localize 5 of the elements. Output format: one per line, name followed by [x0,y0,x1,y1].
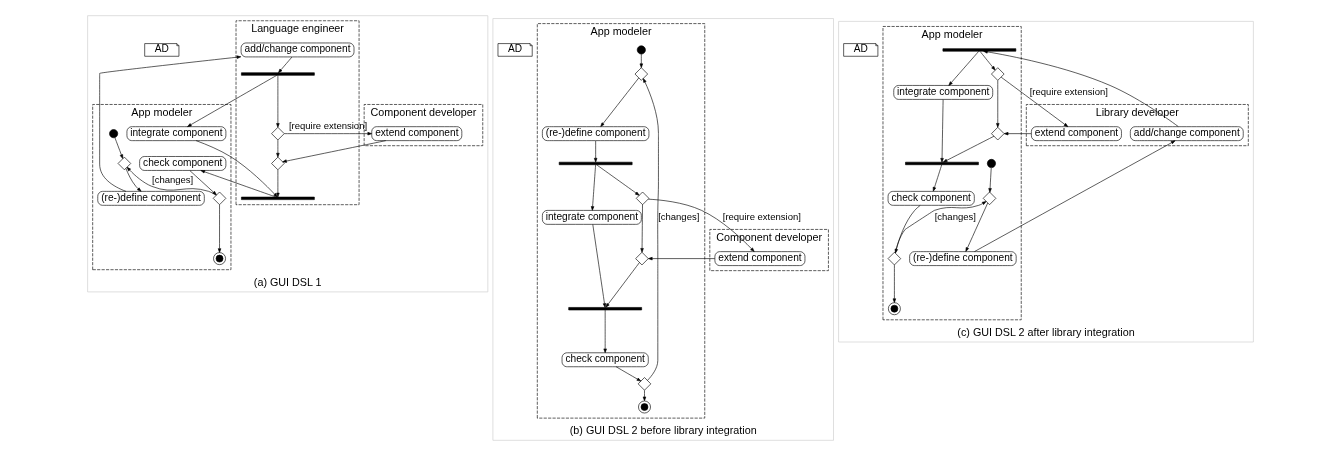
edge-label: [require extension] [722,210,801,222]
edge-label: [changes] [934,210,976,222]
edge-label: [require extension] [1029,85,1108,97]
edge-label: [changes] [658,210,700,222]
edge-label: [changes] [152,174,194,186]
